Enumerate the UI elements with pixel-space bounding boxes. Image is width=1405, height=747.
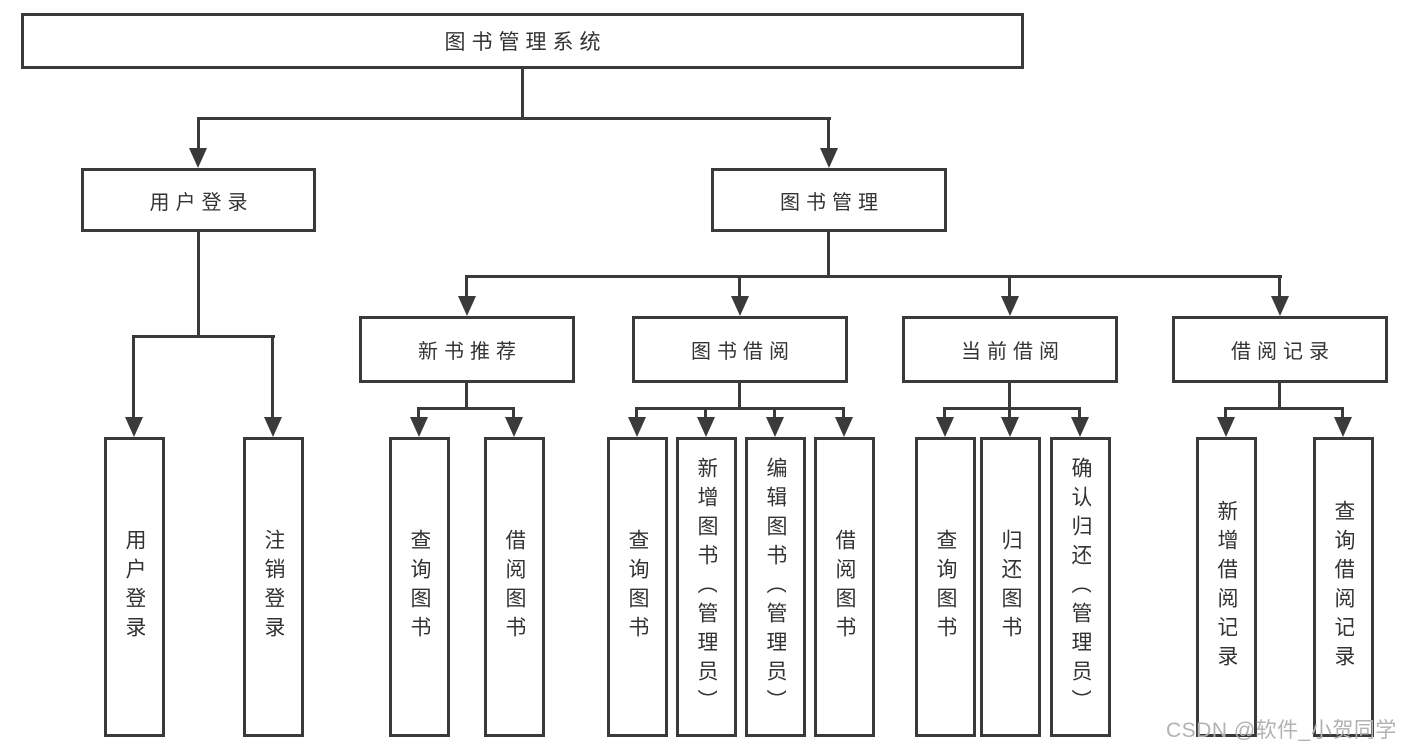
leaf-label: 查询图书: [409, 529, 430, 645]
connector-line: [738, 275, 741, 298]
leaf-query-book-recommend: 查询图书: [389, 437, 450, 737]
connector-line: [943, 407, 946, 419]
leaf-label: 借阅图书: [834, 529, 855, 645]
arrow-down-icon: [264, 417, 282, 437]
arrow-down-icon: [731, 296, 749, 316]
connector-line: [738, 383, 741, 407]
connector-line: [132, 335, 135, 419]
connector-line: [521, 69, 524, 117]
arrow-down-icon: [125, 417, 143, 437]
leaf-label: 注销登录: [263, 529, 284, 645]
connector-line: [465, 275, 1282, 278]
node-label: 当前借阅: [961, 341, 1065, 363]
arrow-down-icon: [628, 417, 646, 437]
arrow-down-icon: [766, 417, 784, 437]
leaf-query-book-current: 查询图书: [915, 437, 976, 737]
arrow-down-icon: [1217, 417, 1235, 437]
node-label: 新书推荐: [418, 341, 522, 363]
leaf-label: 新增借阅记录: [1216, 500, 1237, 674]
connector-line: [417, 407, 420, 419]
leaf-add-book-admin: 新增图书（管理员）: [676, 437, 737, 737]
leaf-query-book-borrow: 查询图书: [607, 437, 668, 737]
connector-line: [827, 117, 830, 150]
connector-line: [197, 117, 200, 150]
arrow-down-icon: [189, 148, 207, 168]
node-book-borrow: 图书借阅: [632, 316, 848, 383]
connector-line: [1224, 407, 1343, 410]
arrow-down-icon: [697, 417, 715, 437]
connector-line: [943, 407, 1080, 410]
connector-line: [132, 335, 275, 338]
arrow-down-icon: [1001, 417, 1019, 437]
leaf-add-borrow-record: 新增借阅记录: [1196, 437, 1257, 737]
connector-line: [1008, 383, 1011, 407]
arrow-down-icon: [458, 296, 476, 316]
leaf-label: 新增图书（管理员）: [696, 456, 717, 718]
leaf-label: 查询图书: [935, 529, 956, 645]
leaf-label: 归还图书: [1000, 529, 1021, 645]
connector-line: [635, 407, 638, 419]
connector-line: [1278, 383, 1281, 407]
connector-line: [773, 407, 776, 419]
connector-line: [197, 117, 831, 120]
node-label: 图书管理系统: [444, 31, 607, 54]
connector-line: [465, 275, 468, 298]
node-current-borrow: 当前借阅: [902, 316, 1118, 383]
node-user-login: 用户登录: [81, 168, 316, 232]
arrow-down-icon: [936, 417, 954, 437]
leaf-edit-book-admin: 编辑图书（管理员）: [745, 437, 806, 737]
connector-line: [512, 407, 515, 419]
leaf-label: 编辑图书（管理员）: [765, 456, 786, 718]
leaf-confirm-return-admin: 确认归还（管理员）: [1050, 437, 1111, 737]
arrow-down-icon: [505, 417, 523, 437]
connector-line: [417, 407, 515, 410]
leaf-label: 借阅图书: [504, 529, 525, 645]
leaf-logout: 注销登录: [243, 437, 304, 737]
leaf-user-login: 用户登录: [104, 437, 165, 737]
connector-line: [704, 407, 707, 419]
leaf-label: 用户登录: [124, 529, 145, 645]
node-book-management: 图书管理: [711, 168, 947, 232]
node-label: 图书管理: [780, 191, 884, 214]
arrow-down-icon: [835, 417, 853, 437]
connector-line: [1224, 407, 1227, 419]
leaf-borrow-book-recommend: 借阅图书: [484, 437, 545, 737]
connector-line: [1078, 407, 1081, 419]
leaf-borrow-book: 借阅图书: [814, 437, 875, 737]
node-new-book-recommend: 新书推荐: [359, 316, 575, 383]
connector-line: [197, 232, 200, 335]
leaf-label: 查询图书: [627, 529, 648, 645]
leaf-label: 确认归还（管理员）: [1070, 456, 1091, 718]
connector-line: [842, 407, 845, 419]
node-borrow-record: 借阅记录: [1172, 316, 1388, 383]
arrow-down-icon: [820, 148, 838, 168]
connector-line: [827, 232, 830, 275]
node-label: 用户登录: [149, 191, 254, 214]
arrow-down-icon: [1334, 417, 1352, 437]
connector-line: [635, 407, 845, 410]
arrow-down-icon: [1001, 296, 1019, 316]
node-library-management-system: 图书管理系统: [21, 13, 1024, 69]
leaf-query-borrow-record: 查询借阅记录: [1313, 437, 1374, 737]
node-label: 图书借阅: [691, 341, 795, 363]
leaf-return-book: 归还图书: [980, 437, 1041, 737]
connector-line: [465, 383, 468, 407]
connector-line: [1341, 407, 1344, 419]
connector-line: [1008, 407, 1011, 419]
arrow-down-icon: [410, 417, 428, 437]
arrow-down-icon: [1271, 296, 1289, 316]
leaf-label: 查询借阅记录: [1333, 500, 1354, 674]
connector-line: [271, 335, 274, 419]
csdn-watermark: CSDN @软件_小贺同学: [1166, 719, 1397, 742]
node-label: 借阅记录: [1231, 341, 1335, 363]
connector-line: [1008, 275, 1011, 298]
connector-line: [1278, 275, 1281, 298]
arrow-down-icon: [1071, 417, 1089, 437]
